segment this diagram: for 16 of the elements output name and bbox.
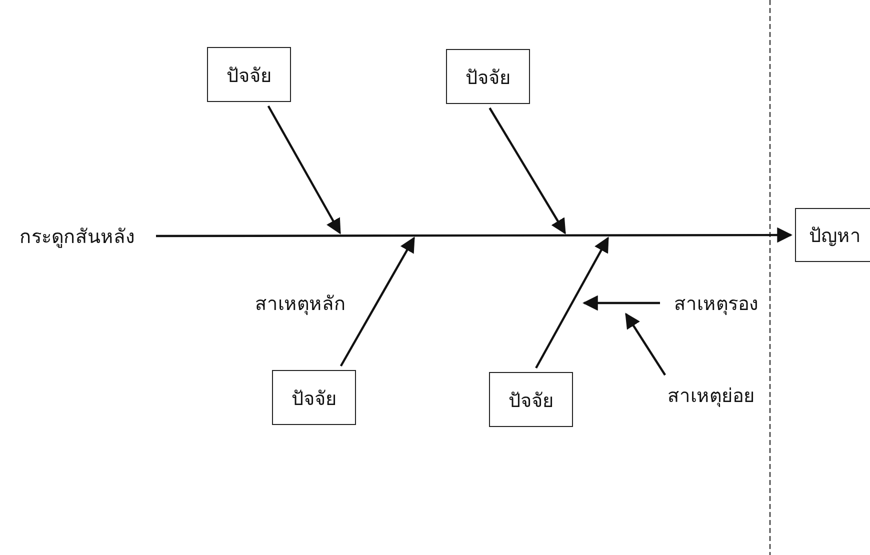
arrow (488, 107, 566, 234)
factor-box: ปัจจัย (272, 370, 356, 425)
node-label: สาเหตุรอง (664, 287, 768, 319)
factor-box: ปัจจัย (489, 372, 573, 427)
arrow (625, 312, 666, 376)
arrow (535, 236, 609, 369)
factor-box: ปัจจัย (207, 47, 291, 102)
factor-box: ปัจจัย (446, 49, 530, 104)
arrow (340, 236, 415, 367)
arrow (156, 227, 793, 243)
bone-label: สาเหตุหลัก (255, 292, 346, 317)
arrow (267, 105, 341, 234)
factor-box: ปัญหา (795, 208, 870, 262)
node-label: กระดูกสันหลัง (2, 220, 152, 252)
arrow (582, 295, 660, 311)
node-label: สาเหตุย่อย (655, 379, 767, 411)
